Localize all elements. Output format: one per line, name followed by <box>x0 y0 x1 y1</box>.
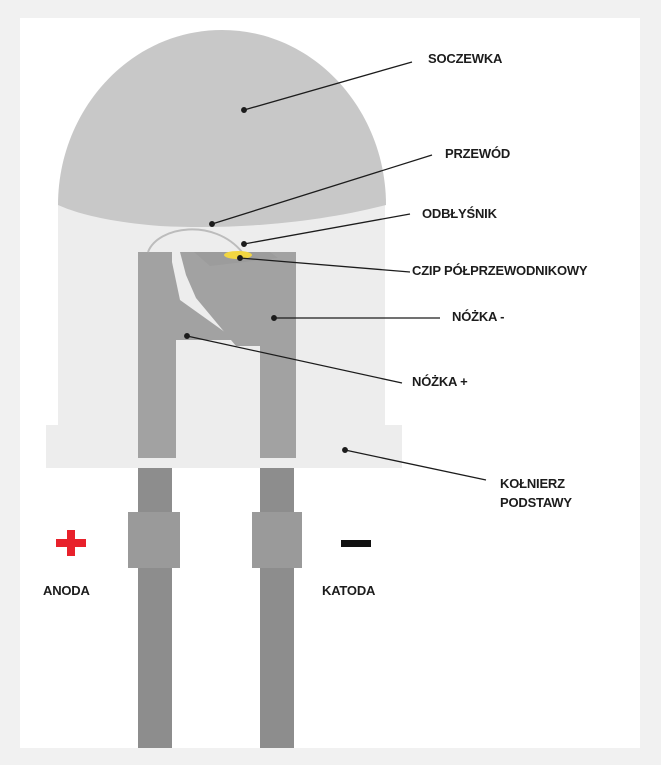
label-reflector: ODBŁYŚNIK <box>422 206 497 221</box>
leader-lines <box>184 61 487 481</box>
label-anode: ANODA <box>43 583 90 598</box>
minus-sign-icon <box>341 540 371 547</box>
anode-leg-lower <box>138 455 172 748</box>
cathode-leg-kink <box>252 512 302 568</box>
label-wire: PRZEWÓD <box>445 146 511 161</box>
label-base-flange: KOŁNIERZ PODSTAWY <box>500 476 572 510</box>
bond-wire <box>147 228 243 253</box>
cathode-lead-frame <box>180 252 296 458</box>
anode-leg-kink <box>128 512 180 568</box>
label-leg-plus: NÓŻKA + <box>412 374 468 389</box>
cathode-leg-lower <box>260 455 294 748</box>
label-leg-minus: NÓŻKA - <box>452 309 505 324</box>
plus-sign-icon <box>56 530 86 556</box>
plus-sign-bar-vertical <box>67 530 75 556</box>
label-lens: SOCZEWKA <box>428 51 503 66</box>
reflector-cup <box>194 252 278 266</box>
label-cathode: KATODA <box>322 583 376 598</box>
semiconductor-chip <box>224 251 252 259</box>
anode-lead-frame <box>138 252 236 458</box>
lens-dome <box>58 30 386 228</box>
label-chip: CZIP PÓŁPRZEWODNIKOWY <box>412 263 588 278</box>
